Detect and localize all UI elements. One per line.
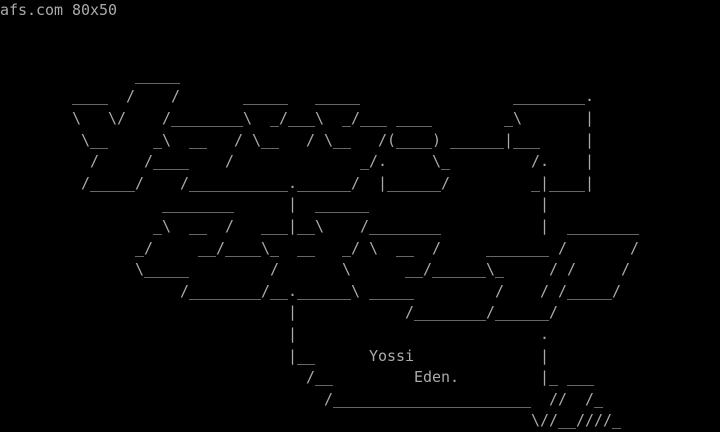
art-line: / /____ / _/. \_ /. | [0,152,595,171]
art-line: ____ / / _____ _____ ________. [0,87,595,106]
art-line: _/ __/____\_ __ _/ \ __ / _______ / / [0,238,640,257]
art-line: /_____/ /___________.______/ |______/ _|… [0,173,595,192]
art-line: | /________/______/ [0,303,559,322]
art-line: | . [0,324,550,343]
art-line [0,43,720,65]
art-line: _\ __ / ___|__\ /________ | ________ [0,216,640,235]
art-line: /______________________ // /_ [0,389,604,408]
art-line: /________/__.______\ _____ / / /_____/ [0,281,622,300]
art-line: \__ _\ __ / \__ / \__ /(____) ______|___… [0,130,595,149]
art-line [0,22,720,44]
art-line: \//__////_ [0,411,622,430]
terminal-title: afs.com 80x50 [0,1,118,19]
art-line: \ \/ /________\ _/___\ _/___ ____ _\ | [0,108,595,127]
art-line: ________ | ______ | [0,195,550,214]
ascii-art: _____ ____ / / _____ _____ ________. \ \… [0,22,720,432]
art-line: \_____ / \ __/______\_ / / / [0,260,631,279]
art-line: _____ [0,65,181,84]
art-line-signature-name: |__ Yossi | [0,346,550,365]
art-line-signature-surname: /__ Eden. |_ ___ [0,368,595,387]
